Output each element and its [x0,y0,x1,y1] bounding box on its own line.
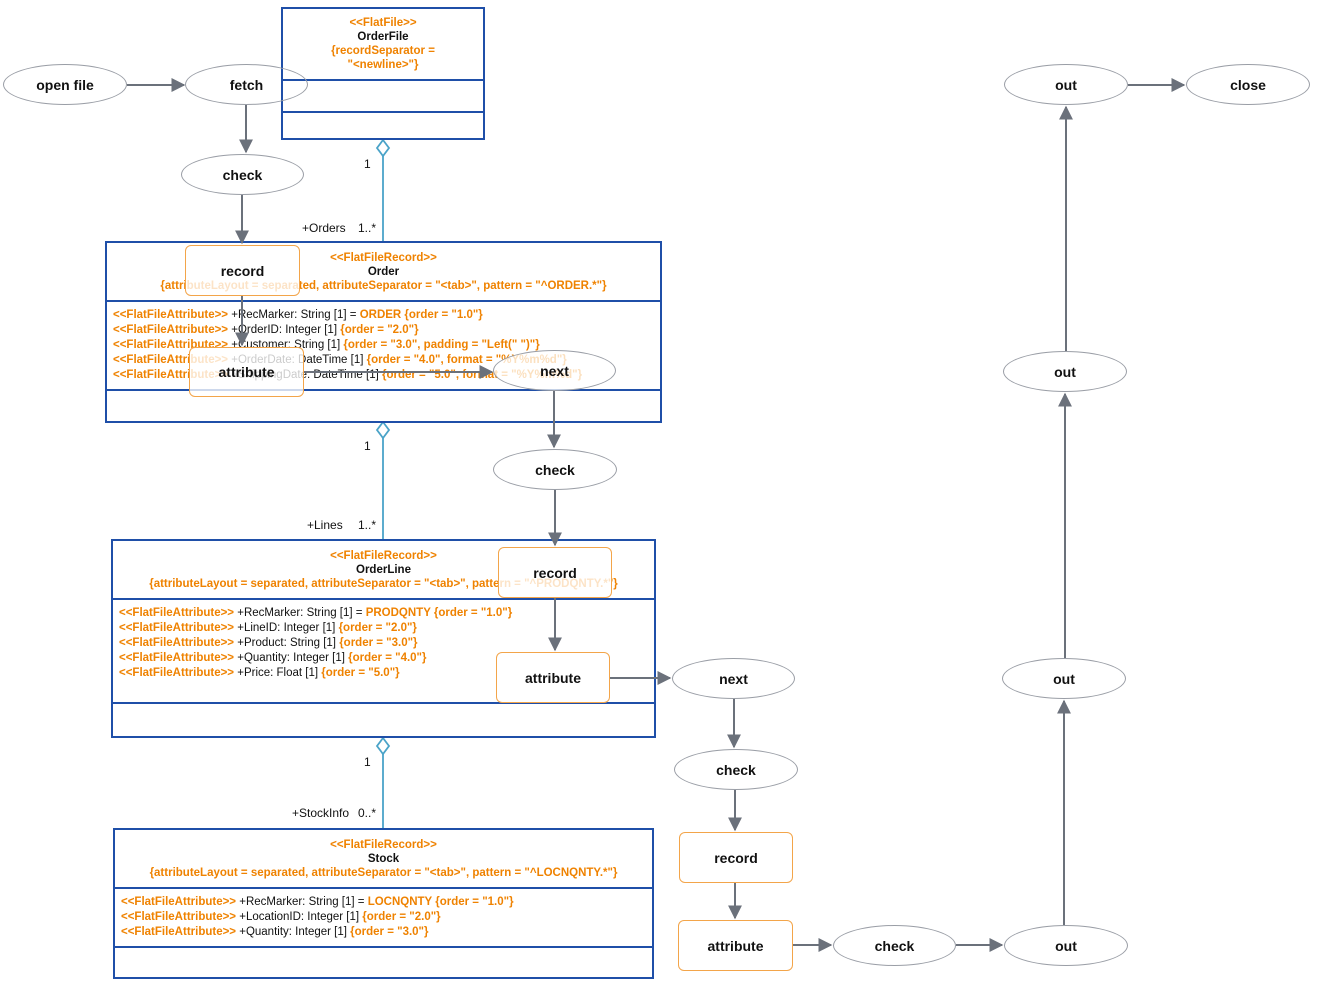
class-attribute-row: <<FlatFileAttribute>> +Quantity: Integer… [121,925,646,940]
flow-node-close[interactable]: close [1186,64,1310,105]
attribute-stereotype: <<FlatFileAttribute>> [119,607,235,619]
class-attribute-row: <<FlatFileAttribute>> +Quantity: Integer… [119,651,648,666]
attribute-tagged-value: LOCNQNTY {order = "1.0"} [367,896,514,908]
class-stereotype: <<FlatFile>> [349,17,417,29]
attribute-signature: +LineID: Integer [1] [234,622,339,634]
role-label: +StockInfo [292,806,350,820]
attribute-stereotype: <<FlatFileAttribute>> [121,926,237,938]
flow-node-out[interactable]: out [1004,64,1128,105]
class-attribute-row: <<FlatFileAttribute>> +Price: Float [1] … [119,666,648,681]
class-stereotype: <<FlatFileRecord>> [330,549,437,562]
attribute-tagged-value: {order = "2.0"} [338,622,417,634]
class-attributes-compartment: <<FlatFileAttribute>> +RecMarker: String… [107,302,660,391]
aggregation-diamond-orderline [375,736,391,756]
class-attribute-row: <<FlatFileAttribute>> +RecMarker: String… [121,895,646,910]
attribute-tagged-value: {order = "3.0"} [339,637,418,649]
attribute-stereotype: <<FlatFileAttribute>> [121,911,237,923]
attribute-tagged-value: {order = "5.0"} [321,667,400,679]
attribute-tagged-value: {order = "2.0"} [362,911,441,923]
attribute-stereotype: <<FlatFileAttribute>> [119,622,235,634]
attribute-tagged-value: ORDER {order = "1.0"} [359,309,483,321]
class-attribute-row: <<FlatFileAttribute>> +OrderID: Integer … [113,323,654,338]
class-attribute-row: <<FlatFileAttribute>> +Product: String [… [119,636,648,651]
role-label: +Orders [302,221,346,235]
attribute-stereotype: <<FlatFileAttribute>> [119,667,235,679]
class-attribute-row: <<FlatFileAttribute>> +RecMarker: String… [113,308,654,323]
flow-node-fetch[interactable]: fetch [185,64,308,105]
attribute-tagged-value: {order = "2.0"} [340,324,419,336]
attribute-signature: +Quantity: Integer [1] [234,652,349,664]
attribute-signature: +Price: Float [1] [234,667,322,679]
attribute-signature: +Product: String [1] [234,637,340,649]
flow-node-open-file[interactable]: open file [3,64,127,105]
aggregation-diamond-order [375,420,391,440]
class-operations-compartment [283,113,483,138]
class-operations-compartment [107,391,660,421]
multiplicity-label: 1 [364,439,371,453]
class-operations-compartment [113,704,654,736]
class-tagged-value: "<newline>"} [347,59,419,71]
class-attributes-compartment: <<FlatFileAttribute>> +RecMarker: String… [113,600,654,704]
class-stereotype: <<FlatFileRecord>> [330,838,437,851]
attribute-signature: +Quantity: Integer [1] [236,926,351,938]
attribute-signature: +RecMarker: String [1] = [236,896,368,908]
flow-node-check[interactable]: check [493,449,617,490]
flow-node-record[interactable]: record [185,245,300,296]
attribute-tagged-value: {order = "4.0"} [348,652,427,664]
attribute-stereotype: <<FlatFileAttribute>> [113,309,229,321]
class-tagged-value: {recordSeparator = [331,45,435,57]
multiplicity-label: 1 [364,157,371,171]
flow-node-next[interactable]: next [672,658,795,699]
attribute-stereotype: <<FlatFileAttribute>> [119,637,235,649]
attribute-signature: +RecMarker: String [1] = [234,607,366,619]
flow-node-out[interactable]: out [1004,925,1128,966]
flow-node-attribute[interactable]: attribute [189,347,304,397]
flow-node-out[interactable]: out [1003,351,1127,392]
multiplicity-label: 1 [364,755,371,769]
class-name: OrderFile [357,31,409,43]
class-orderfile[interactable]: <<FlatFile>> OrderFile {recordSeparator … [281,7,485,140]
class-name: Stock [367,852,400,865]
multiplicity-label: 1..* [358,221,377,235]
class-stock-header: <<FlatFileRecord>> Stock {attributeLayou… [115,830,652,889]
class-attribute-row: <<FlatFileAttribute>> +RecMarker: String… [119,606,648,621]
flow-node-record[interactable]: record [679,832,793,883]
flow-node-check[interactable]: check [181,154,304,195]
attribute-stereotype: <<FlatFileAttribute>> [113,324,229,336]
multiplicity-label: 0..* [358,806,377,820]
attribute-tagged-value: {order = "3.0"} [350,926,429,938]
flow-node-next[interactable]: next [493,350,616,391]
attribute-tagged-value: {order = "3.0", padding = "Left(" ")"} [343,339,540,351]
class-tagged-value: {attributeLayout = separated, attributeS… [149,866,618,879]
flow-node-check[interactable]: check [833,925,956,966]
role-label: +Lines [307,518,343,532]
attribute-stereotype: <<FlatFileAttribute>> [119,652,235,664]
class-attributes-compartment: <<FlatFileAttribute>> +RecMarker: String… [115,889,652,948]
attribute-signature: +RecMarker: String [1] = [228,309,360,321]
attribute-stereotype: <<FlatFileAttribute>> [121,896,237,908]
attribute-tagged-value: PRODQNTY {order = "1.0"} [365,607,513,619]
class-orderfile-header: <<FlatFile>> OrderFile {recordSeparator … [283,9,483,81]
class-attribute-row: <<FlatFileAttribute>> +LocationID: Integ… [121,910,646,925]
attribute-signature: +LocationID: Integer [1] [236,911,363,923]
class-name: OrderLine [356,563,411,576]
class-stock[interactable]: <<FlatFileRecord>> Stock {attributeLayou… [113,828,654,979]
flow-node-check[interactable]: check [674,749,798,790]
multiplicity-label: 1..* [358,518,377,532]
attribute-signature: +OrderID: Integer [1] [228,324,341,336]
class-stereotype: <<FlatFileRecord>> [330,251,437,264]
flow-node-record[interactable]: record [498,547,612,598]
class-name: Order [367,265,400,278]
class-attribute-row: <<FlatFileAttribute>> +LineID: Integer [… [119,621,648,636]
flow-node-attribute[interactable]: attribute [678,920,793,971]
class-operations-compartment [115,948,652,977]
flow-node-attribute[interactable]: attribute [496,652,610,703]
flow-node-out[interactable]: out [1002,658,1126,699]
class-attributes-compartment [283,81,483,113]
aggregation-diamond-orderfile [375,138,391,158]
